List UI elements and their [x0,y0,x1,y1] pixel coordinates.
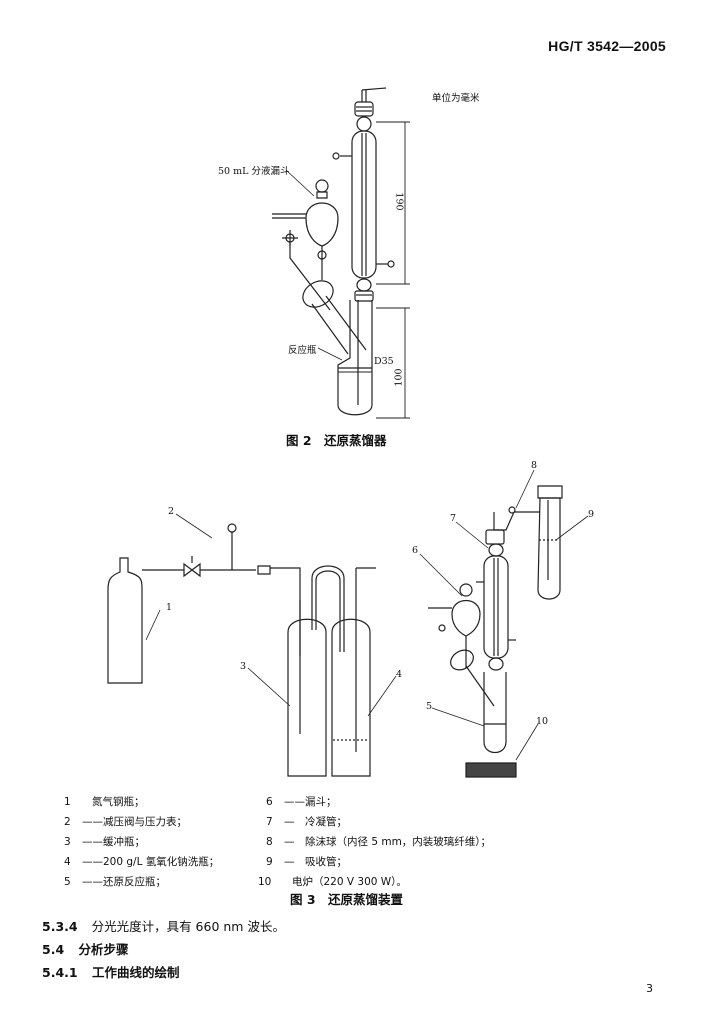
callout-2: 2 [168,506,175,517]
legend-text: ——200 g/L 氢氧化钠洗瓶； [82,856,220,868]
legend-item: 8 — 除沫球（内径 5 mm，内装玻璃纤维）； [266,834,491,849]
legend-item: 2 ——减压阀与压力表； [64,814,187,829]
legend-num: 4 [64,856,71,868]
legend-num: 2 [64,816,71,828]
callout-1: 1 [166,602,173,613]
callout-3: 3 [240,661,247,672]
legend-text: ——缓冲瓶； [82,836,145,848]
dim-d35: D35 [374,356,394,367]
legend-num: 5 [64,876,71,888]
callout-9: 9 [588,509,595,520]
legend-num: 9 [266,856,273,868]
section-number: 5.4.1 [42,965,78,980]
callout-8: 8 [531,460,538,471]
callout-10: 10 [536,716,549,727]
section-5-4: 5.4 分析步骤 [42,939,129,958]
figure-2-caption: 图 2 还原蒸馏器 [286,433,387,448]
legend-num: 10 [258,876,272,888]
legend-item: 1 氮气钢瓶； [64,794,145,809]
legend-item: 4 ——200 g/L 氢氧化钠洗瓶； [64,854,219,869]
legend-text: 氮气钢瓶； [92,796,145,808]
legend-item: 7 — 冷凝管； [266,814,347,829]
legend-text: — 除沫球（内径 5 mm，内装玻璃纤维）； [284,836,492,848]
legend-item: 6 ——漏斗； [266,794,337,809]
legend-num: 3 [64,836,71,848]
section-title: 分析步骤 [78,942,129,957]
callout-6: 6 [412,545,419,556]
section-title: 工作曲线的绘制 [91,965,180,980]
legend-item: 5 ——还原反应瓶； [64,874,166,889]
legend-item: 9 — 吸收管； [266,854,347,869]
legend-num: 6 [266,796,273,808]
legend-text: ——减压阀与压力表； [82,816,187,828]
legend-num: 8 [266,836,273,848]
legend-text: ——还原反应瓶； [82,876,166,888]
section-text: 分光光度计，具有 660 nm 波长。 [91,919,285,934]
legend-item: 10 电炉（220 V 300 W）。 [258,874,407,889]
section-number: 5.4 [42,942,65,957]
legend-num: 7 [266,816,273,828]
legend-text: — 吸收管； [284,856,347,868]
legend-item: 3 ——缓冲瓶； [64,834,145,849]
funnel-label: 50 mL 分液漏斗 [218,166,290,177]
page-number: 3 [646,982,653,995]
callout-7: 7 [450,513,457,524]
unit-note: 单位为毫米 [432,93,480,104]
legend-num: 1 [64,796,71,808]
section-5-4-1: 5.4.1 工作曲线的绘制 [42,962,179,981]
figure-3-caption: 图 3 还原蒸馏装置 [290,892,404,907]
callout-5: 5 [426,701,433,712]
standard-code: HG/T 3542—2005 [548,38,666,54]
legend-text: 电炉（220 V 300 W）。 [292,876,407,888]
section-5-3-4: 5.3.4 分光光度计，具有 660 nm 波长。 [42,916,285,935]
legend-text: ——漏斗； [284,796,337,808]
callout-4: 4 [396,669,403,680]
flask-label: 反应瓶 [288,345,317,356]
section-number: 5.3.4 [42,919,78,934]
legend-text: — 冷凝管； [284,816,347,828]
